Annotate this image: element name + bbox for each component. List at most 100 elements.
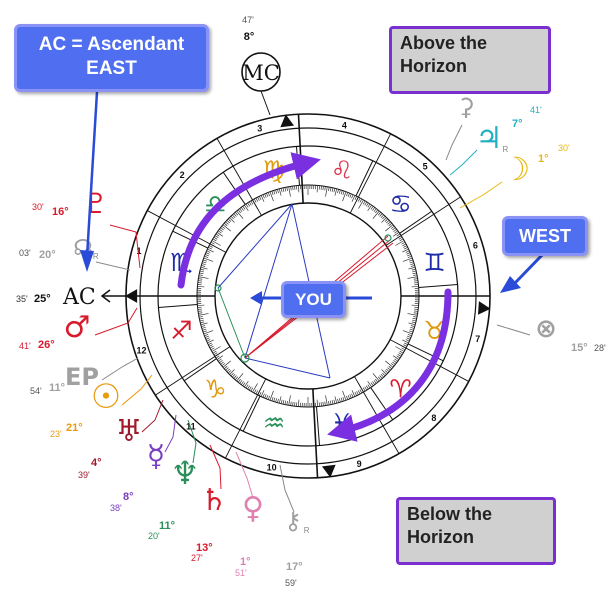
sign-capricorn-icon: ♑ — [204, 375, 226, 404]
degree-tick — [351, 393, 354, 398]
degree-tick — [342, 190, 345, 195]
degree-tick — [211, 240, 221, 246]
mercury-icon: ☿ — [147, 439, 165, 474]
degree-tick — [404, 247, 408, 250]
aspect-node — [384, 234, 392, 242]
degree-tick — [205, 252, 210, 255]
degree-tick — [409, 330, 414, 333]
sign-aquarius-icon: ♒ — [263, 409, 285, 438]
degree-tick — [223, 365, 228, 370]
degree-tick — [396, 355, 401, 359]
degree-tick — [398, 352, 403, 356]
neptune-minute: 20' — [148, 531, 160, 541]
degree-tick — [278, 188, 282, 196]
house-number-2: 2 — [180, 170, 185, 180]
degree-tick — [395, 346, 405, 352]
aspect-line — [217, 203, 293, 289]
node-retro: R — [93, 252, 99, 261]
chiron-minute: 59' — [285, 578, 297, 588]
degree-tick — [232, 374, 236, 378]
degree-tick — [401, 241, 406, 245]
degree-tick — [407, 276, 418, 279]
degree-tick — [365, 202, 369, 207]
degree-tick — [247, 202, 251, 207]
degree-tick — [215, 355, 220, 359]
degree-tick — [290, 186, 292, 191]
degree-tick — [200, 322, 208, 326]
degree-tick — [237, 378, 241, 383]
degree-tick — [407, 255, 412, 258]
planet-labels: MC8°47'AC25°35'♇16°30'☊R20°03'♂26°41'EP1… — [16, 15, 606, 588]
ascendant-callout-line1: AC = Ascendant — [38, 34, 185, 55]
degree-tick — [334, 396, 338, 404]
degree-tick — [342, 397, 345, 402]
ascendant-pointer-head — [80, 250, 94, 272]
degree-tick — [208, 247, 212, 250]
uranus-degree: 4° — [91, 457, 102, 469]
degree-tick — [240, 207, 244, 211]
house-number-1: 1 — [136, 246, 141, 256]
moon-leader — [459, 181, 503, 209]
degree-tick — [413, 278, 418, 280]
degree-tick — [409, 261, 414, 264]
degree-tick — [201, 265, 206, 267]
degree-tick — [333, 188, 336, 193]
degree-tick — [203, 257, 214, 262]
degree-tick — [384, 218, 389, 222]
degree-tick — [394, 358, 399, 362]
degree-tick — [209, 345, 214, 349]
degree-tick — [413, 312, 418, 314]
node-minute: 03' — [19, 248, 31, 258]
degree-tick — [392, 227, 396, 231]
degree-tick — [386, 368, 390, 372]
degree-tick — [211, 346, 221, 352]
house-number-3: 3 — [257, 123, 262, 133]
node-degree: 20° — [39, 249, 56, 261]
degree-tick — [370, 205, 374, 210]
jupiter-icon: ♃ — [476, 121, 503, 156]
pluto-leader — [109, 224, 141, 269]
degree-tick — [198, 278, 203, 280]
degree-tick — [248, 386, 252, 391]
degree-tick — [198, 316, 204, 318]
degree-tick — [206, 339, 211, 342]
degree-tick — [385, 360, 394, 368]
degree-tick — [280, 399, 283, 404]
degree-tick — [202, 259, 207, 262]
house-cusp — [349, 133, 392, 214]
sun-leader — [121, 374, 153, 406]
degree-tick — [229, 369, 235, 375]
ascendant-callout: AC = Ascendant EAST — [14, 24, 209, 92]
mc-label: MC — [242, 61, 280, 85]
degree-tick — [259, 196, 262, 200]
degree-tick — [213, 236, 218, 240]
degree-tick — [412, 270, 417, 273]
degree-tick — [367, 384, 371, 389]
jupiter-minute: 41' — [530, 105, 542, 115]
degree-tick — [253, 198, 257, 203]
degree-tick — [324, 401, 326, 406]
desc-marker — [477, 301, 491, 315]
aspect-node — [214, 284, 222, 292]
degree-tick — [282, 187, 285, 192]
uranus-minute: 39' — [78, 470, 90, 480]
degree-tick — [278, 396, 282, 404]
ascendant-callout-line2: EAST — [86, 58, 137, 79]
degree-tick — [220, 227, 224, 231]
degree-tick — [358, 199, 364, 209]
moon-minute: 30' — [558, 143, 570, 153]
degree-tick — [239, 380, 243, 384]
degree-tick — [409, 259, 414, 262]
degree-tick — [273, 190, 276, 195]
below-horizon-arrow — [327, 288, 452, 442]
degree-tick — [396, 233, 401, 237]
degree-tick — [390, 363, 395, 367]
sign-gemini-icon: ♊ — [423, 248, 445, 277]
saturn-icon: ♄ — [201, 483, 228, 518]
degree-tick — [277, 398, 279, 403]
degree-tick — [264, 193, 267, 198]
degree-tick — [407, 334, 412, 337]
degree-tick — [260, 195, 265, 202]
degree-tick — [410, 326, 415, 329]
degree-tick — [354, 196, 357, 200]
